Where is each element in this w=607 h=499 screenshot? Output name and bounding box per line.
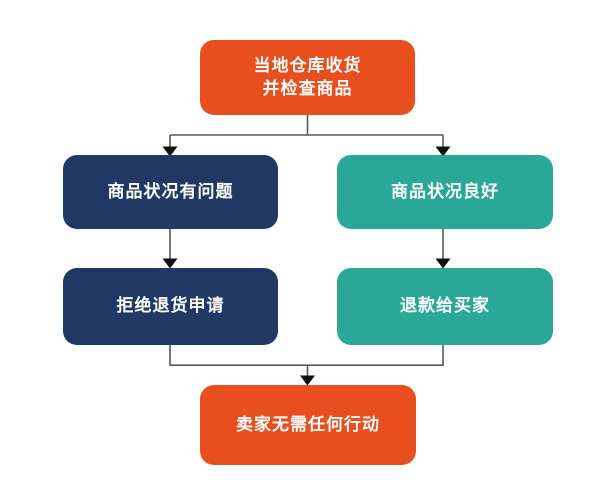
node-reject-return: 拒绝退货申请 bbox=[63, 268, 278, 345]
arrowhead-to-refund bbox=[435, 258, 451, 269]
arrowhead-to-no-action bbox=[300, 375, 315, 386]
node-condition-good-label: 商品状况良好 bbox=[391, 181, 499, 202]
connector-merge bbox=[169, 345, 444, 377]
node-receive-warehouse-line2: 并检查商品 bbox=[262, 78, 353, 99]
node-condition-issue-label: 商品状况有问题 bbox=[107, 181, 234, 202]
node-refund-buyer: 退款给买家 bbox=[337, 268, 553, 345]
connector-split bbox=[169, 115, 444, 147]
node-no-action-label: 卖家无需任何行动 bbox=[236, 414, 380, 435]
node-refund-buyer-label: 退款给买家 bbox=[400, 296, 490, 317]
arrowhead-to-good bbox=[435, 146, 451, 157]
node-no-action: 卖家无需任何行动 bbox=[200, 385, 416, 465]
node-receive-warehouse-line1: 当地仓库收货 bbox=[253, 56, 362, 77]
node-receive-warehouse: 当地仓库收货 并检查商品 bbox=[200, 40, 415, 115]
node-reject-return-label: 拒绝退货申请 bbox=[116, 296, 225, 317]
arrowhead-to-issue bbox=[162, 146, 178, 157]
node-condition-issue: 商品状况有问题 bbox=[63, 155, 278, 229]
node-condition-good: 商品状况良好 bbox=[337, 155, 553, 229]
arrowhead-to-reject bbox=[162, 258, 178, 269]
